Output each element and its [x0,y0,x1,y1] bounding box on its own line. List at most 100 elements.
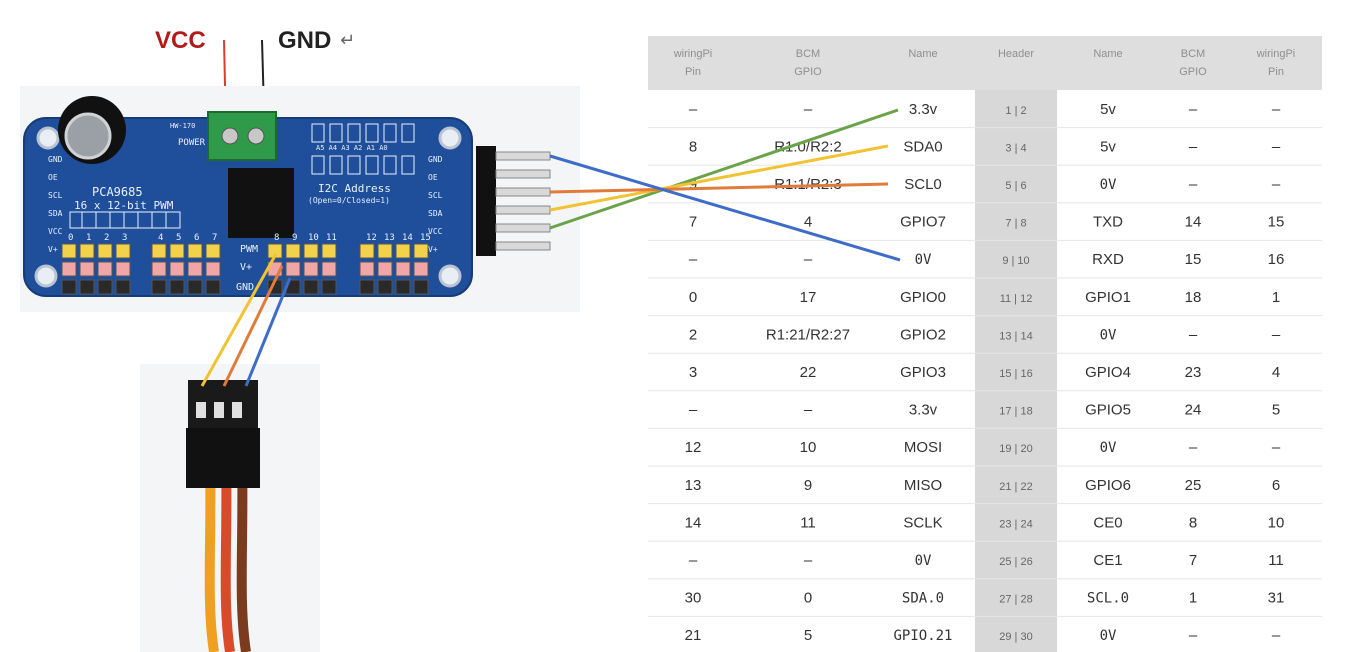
pin-name-left: GPIO2 [900,326,946,343]
header-pin [377,243,393,259]
pin-name-left: 3.3v [909,402,938,419]
header-pin [187,279,203,295]
wiringpi-pin-right: 11 [1268,552,1284,569]
terminal-block [207,111,277,161]
header-pins: 25 | 26 [999,556,1032,568]
wiringpi-pin-right: 5 [1272,402,1280,419]
wiringpi-pin-right: – [1272,138,1281,155]
bcm-gpio-right: – [1189,627,1198,644]
right-pin-labels: GND OE SCL SDA VCC V+ [428,155,443,254]
header-pin [187,261,203,277]
servo-signal-wire-yellow [200,253,278,387]
bcm-gpio-left: 5 [804,627,812,644]
board-model: HW-170 [170,122,195,130]
header-pin [205,279,221,295]
pin-name-right: GPIO1 [1085,289,1131,306]
return-mark: ↵ [340,30,355,51]
bcm-gpio-right: – [1189,439,1198,456]
pin-name-right: RXD [1092,251,1124,268]
header-pins: 9 | 10 [1002,255,1029,267]
column-header: Header [998,48,1034,60]
header-pin [97,243,113,259]
header-pin [169,261,185,277]
pin-name-left: 3.3v [909,101,938,118]
pin-name-left: 0V [915,252,932,268]
pin-name-right: 5v [1100,101,1116,118]
pin-name-right: 5v [1100,138,1116,155]
pin-name-right: 0V [1100,628,1117,644]
svg-text:SCL: SCL [48,191,63,200]
header-pins: 19 | 20 [999,443,1032,455]
i2c-wire-sda-yellow [549,144,889,212]
header-pin [115,261,131,277]
wiringpi-pin-left: 13 [685,477,702,494]
pin-name-right: GPIO5 [1085,402,1131,419]
svg-text:OE: OE [48,173,58,182]
wiringpi-pin-right: 31 [1268,590,1285,607]
bcm-gpio-right: – [1189,138,1198,155]
pin-name-right: GPIO6 [1085,477,1131,494]
wiringpi-pin-right: 15 [1268,214,1285,231]
wiringpi-pin-left: – [689,101,698,118]
pin-name-right: GPIO4 [1085,364,1131,381]
header-pin [169,243,185,259]
mount-hole-bl [34,264,58,288]
header-pins: 17 | 18 [999,406,1032,418]
header-pins: 3 | 4 [1005,142,1026,154]
pin-name-right: 0V [1100,327,1117,343]
pin-name-right: TXD [1093,214,1123,231]
pin-name-left: MISO [904,477,942,494]
wiringpi-pin-left: 0 [689,289,697,306]
wiringpi-pin-left: 3 [689,364,697,381]
column-header: Name [908,48,937,60]
header-pin [321,243,337,259]
pin-name-left: MOSI [904,439,942,456]
bcm-gpio-left: R1:21/R2:27 [766,326,850,343]
header-pin [97,261,113,277]
capacitor-top [64,112,112,160]
header-pin [61,243,77,259]
header-pin [151,279,167,295]
bcm-gpio-left: 9 [804,477,812,494]
header-pin [115,279,131,295]
servo-header-pins [61,243,429,295]
wiringpi-pin-left: 7 [689,214,697,231]
bcm-gpio-left: – [804,402,813,419]
header-pin [377,279,393,295]
svg-text:5: 5 [176,233,181,243]
vplus-label: V+ [240,262,252,273]
svg-text:12: 12 [366,233,377,243]
svg-text:VCC: VCC [428,227,443,236]
mount-hole-tr [438,126,462,150]
column-header: Name [1093,48,1122,60]
header-pin [205,243,221,259]
pin-name-left: SDA.0 [902,591,944,607]
pca9685-board: HW-170 POWER PCA9685 16 x 12-bit PWM I2C… [23,96,551,297]
wiringpi-pin-left: 2 [689,326,697,343]
header-pins: 7 | 8 [1005,218,1026,230]
servo-signal-wire-orange [222,265,284,387]
servo-connector [186,380,260,488]
header-pin [321,279,337,295]
header-pin [359,261,375,277]
header-pins: 15 | 16 [999,368,1032,380]
svg-text:7: 7 [212,233,217,243]
wiringpi-pin-right: 6 [1272,477,1280,494]
header-pin [303,243,319,259]
header-pin [61,261,77,277]
svg-text:2: 2 [104,233,109,243]
header-pin [303,279,319,295]
svg-text:15: 15 [420,233,431,243]
